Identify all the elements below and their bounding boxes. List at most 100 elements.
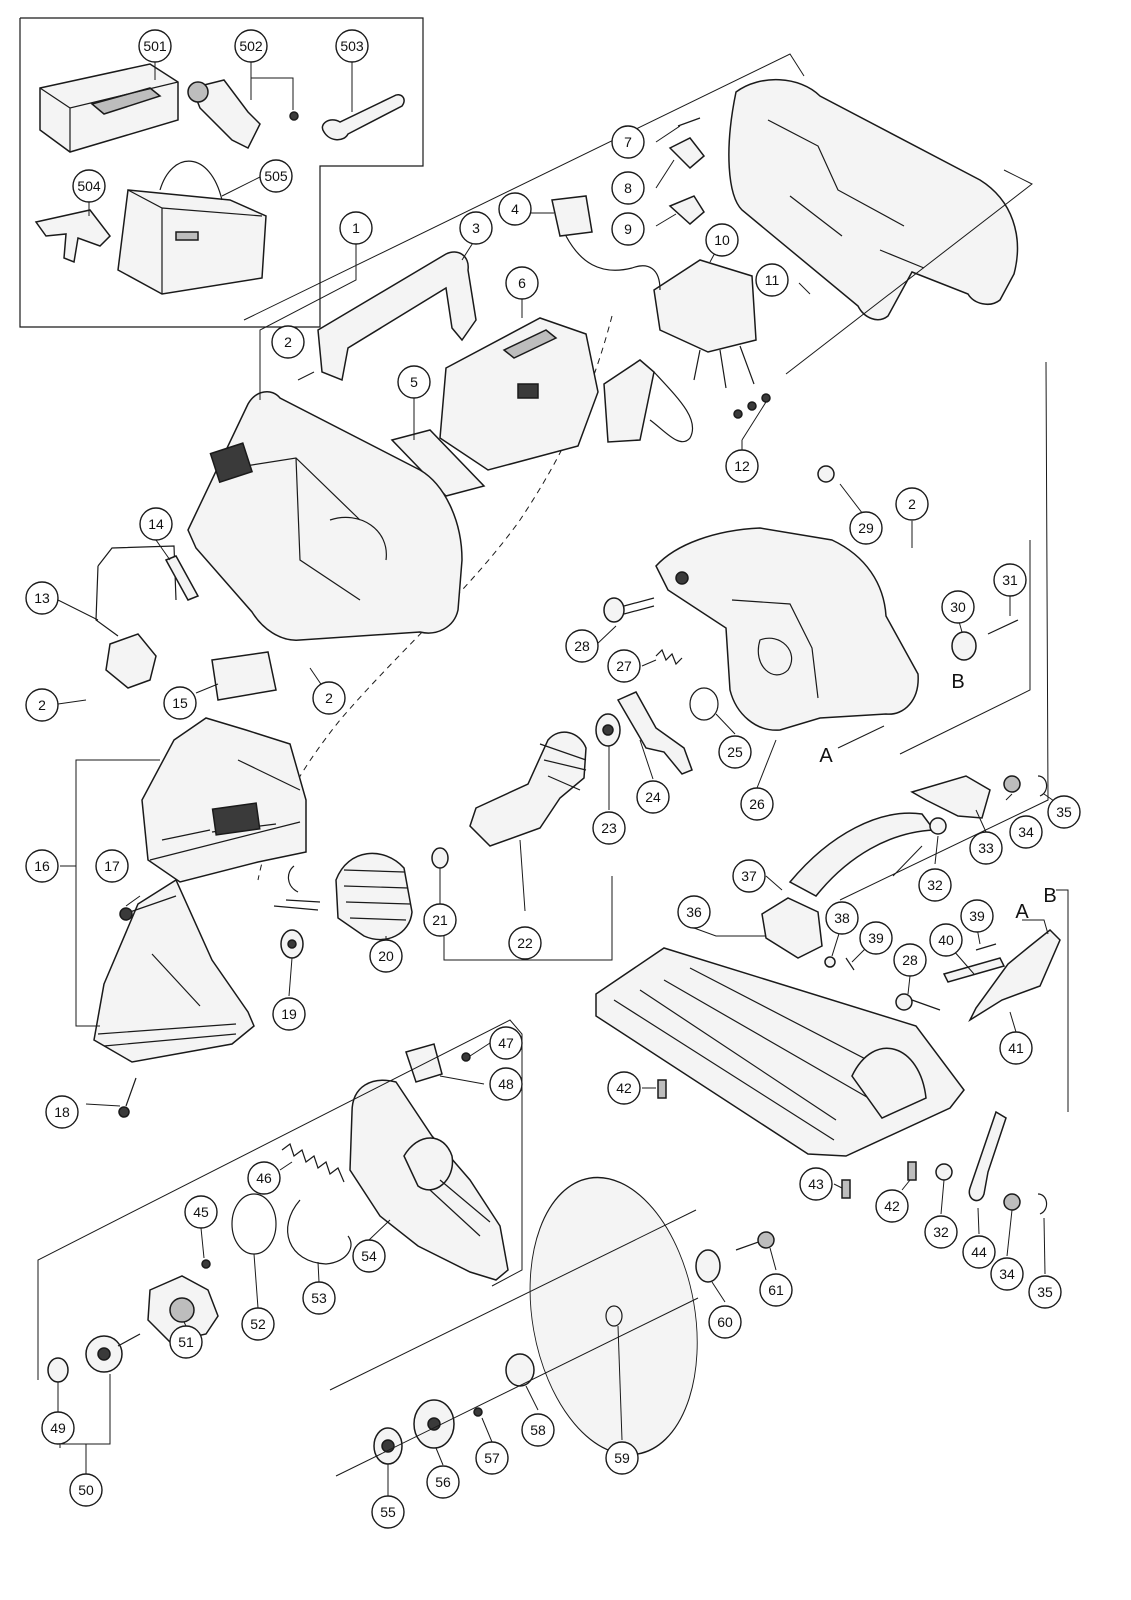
svg-text:501: 501 bbox=[143, 38, 167, 54]
callout-43: 43 bbox=[799, 1167, 833, 1201]
callout-55: 55 bbox=[371, 1495, 405, 1529]
callout-2-lower: 2 bbox=[312, 681, 346, 715]
svg-text:35: 35 bbox=[1056, 804, 1072, 820]
svg-text:11: 11 bbox=[765, 272, 780, 288]
svg-text:17: 17 bbox=[104, 858, 120, 874]
svg-text:37: 37 bbox=[741, 868, 757, 884]
part-bag-drawing bbox=[117, 160, 267, 295]
svg-text:4: 4 bbox=[511, 201, 519, 217]
svg-text:34: 34 bbox=[1018, 824, 1034, 840]
svg-text:48: 48 bbox=[498, 1076, 514, 1092]
part-dust-nozzle-drawing bbox=[187, 79, 299, 150]
svg-text:10: 10 bbox=[714, 232, 730, 248]
reference-letter-a-left: A bbox=[819, 745, 833, 767]
callout-42-right: 42 bbox=[875, 1189, 909, 1223]
svg-text:13: 13 bbox=[34, 590, 50, 606]
svg-text:58: 58 bbox=[530, 1422, 546, 1438]
callout-25: 25 bbox=[718, 735, 752, 769]
callout-2-right: 2 bbox=[895, 487, 929, 521]
callout-56: 56 bbox=[426, 1465, 460, 1499]
svg-text:30: 30 bbox=[950, 599, 966, 615]
callout-39-right: 39 bbox=[960, 899, 994, 933]
callout-12: 12 bbox=[725, 449, 759, 483]
svg-text:505: 505 bbox=[264, 168, 288, 184]
callout-20: 20 bbox=[369, 939, 403, 973]
svg-text:28: 28 bbox=[902, 952, 918, 968]
svg-text:504: 504 bbox=[77, 178, 101, 194]
callout-39-center: 39 bbox=[859, 921, 893, 955]
callout-501: 501 bbox=[138, 29, 172, 63]
svg-text:50: 50 bbox=[78, 1482, 94, 1498]
svg-text:25: 25 bbox=[727, 744, 743, 760]
callout-504: 504 bbox=[72, 169, 106, 203]
callout-61: 61 bbox=[759, 1273, 793, 1307]
svg-text:45: 45 bbox=[193, 1204, 209, 1220]
svg-text:31: 31 bbox=[1002, 572, 1018, 588]
base-assembly-drawings bbox=[595, 775, 1061, 1215]
callouts: 501 502 503 504 505 1 2 3 4 5 6 7 8 9 10… bbox=[25, 29, 1081, 1529]
svg-text:55: 55 bbox=[380, 1504, 396, 1520]
svg-text:19: 19 bbox=[281, 1006, 297, 1022]
callout-5: 5 bbox=[397, 365, 431, 399]
callout-49: 49 bbox=[41, 1411, 75, 1445]
svg-text:52: 52 bbox=[250, 1316, 266, 1332]
callout-3: 3 bbox=[459, 211, 493, 245]
callout-53: 53 bbox=[302, 1281, 336, 1315]
svg-text:47: 47 bbox=[498, 1035, 514, 1051]
callout-9: 9 bbox=[611, 212, 645, 246]
svg-text:44: 44 bbox=[971, 1244, 987, 1260]
part-guide-drawing bbox=[34, 209, 111, 264]
callout-19: 19 bbox=[272, 997, 306, 1031]
callout-30: 30 bbox=[941, 590, 975, 624]
callout-28-lower: 28 bbox=[893, 943, 927, 977]
svg-text:32: 32 bbox=[933, 1224, 949, 1240]
svg-text:503: 503 bbox=[340, 38, 364, 54]
svg-text:60: 60 bbox=[717, 1314, 733, 1330]
svg-text:36: 36 bbox=[686, 904, 702, 920]
reference-letter-b-left: B bbox=[951, 671, 964, 693]
svg-text:6: 6 bbox=[518, 275, 526, 291]
callout-23: 23 bbox=[592, 811, 626, 845]
callout-2-left: 2 bbox=[25, 688, 59, 722]
part-wrench-drawing bbox=[321, 94, 405, 141]
svg-text:46: 46 bbox=[256, 1170, 272, 1186]
svg-text:12: 12 bbox=[734, 458, 750, 474]
svg-text:51: 51 bbox=[178, 1334, 194, 1350]
callout-48: 48 bbox=[489, 1067, 523, 1101]
callout-54: 54 bbox=[352, 1239, 386, 1273]
svg-text:20: 20 bbox=[378, 948, 394, 964]
callout-38: 38 bbox=[825, 901, 859, 935]
svg-text:15: 15 bbox=[172, 695, 188, 711]
callout-42-left: 42 bbox=[607, 1071, 641, 1105]
svg-text:53: 53 bbox=[311, 1290, 327, 1306]
svg-text:59: 59 bbox=[614, 1450, 630, 1466]
accessory-inset bbox=[19, 17, 424, 328]
callout-503: 503 bbox=[335, 29, 369, 63]
svg-text:23: 23 bbox=[601, 820, 617, 836]
svg-text:26: 26 bbox=[749, 796, 765, 812]
svg-text:502: 502 bbox=[239, 38, 263, 54]
svg-text:2: 2 bbox=[38, 697, 46, 713]
callout-22: 22 bbox=[508, 926, 542, 960]
callout-32-upper: 32 bbox=[918, 868, 952, 902]
callout-59: 59 bbox=[605, 1441, 639, 1475]
callout-57: 57 bbox=[475, 1441, 509, 1475]
callout-6: 6 bbox=[505, 266, 539, 300]
callout-4: 4 bbox=[498, 192, 532, 226]
callout-34-lower: 34 bbox=[990, 1257, 1024, 1291]
motor-assembly-drawings bbox=[93, 465, 1019, 1118]
leader-lines bbox=[37, 53, 1069, 1496]
callout-13: 13 bbox=[25, 581, 59, 615]
callout-10: 10 bbox=[705, 223, 739, 257]
callout-15: 15 bbox=[163, 686, 197, 720]
svg-text:57: 57 bbox=[484, 1450, 500, 1466]
callout-58: 58 bbox=[521, 1413, 555, 1447]
callout-16: 16 bbox=[25, 849, 59, 883]
svg-text:42: 42 bbox=[616, 1080, 632, 1096]
svg-text:8: 8 bbox=[624, 180, 632, 196]
svg-text:56: 56 bbox=[435, 1474, 451, 1490]
main-assembly-drawings bbox=[95, 79, 1019, 701]
callout-27: 27 bbox=[607, 649, 641, 683]
svg-text:28: 28 bbox=[574, 638, 590, 654]
